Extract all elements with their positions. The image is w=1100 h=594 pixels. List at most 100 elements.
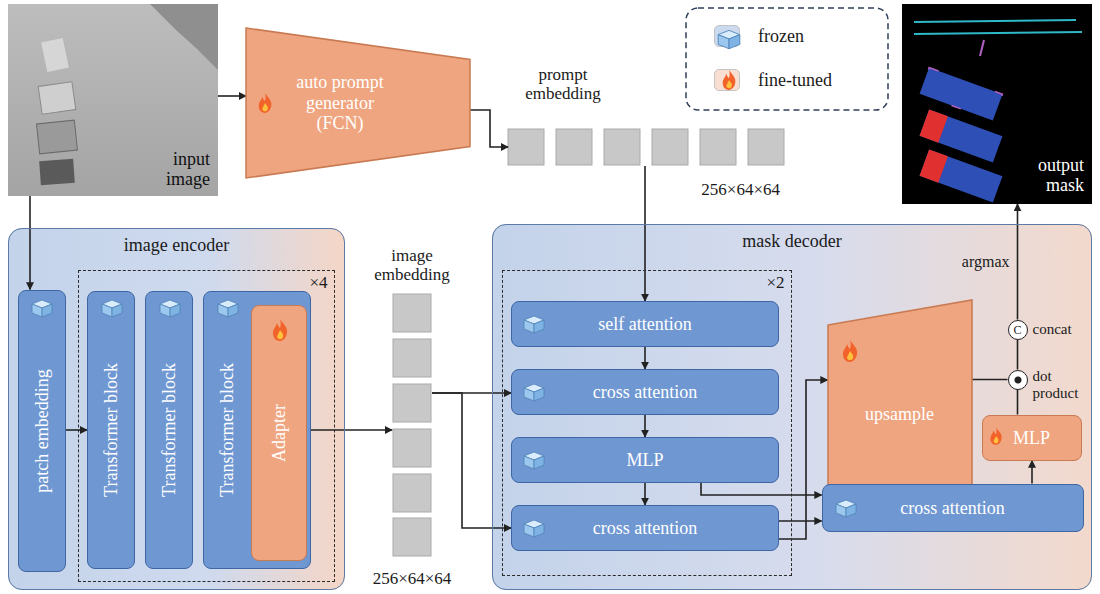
frozen-icon <box>836 500 856 517</box>
module-panel: image encoder patch embedding ×4Transforme… <box>8 228 345 590</box>
edge-label: argmax <box>962 253 1010 271</box>
node-label: self attention <box>598 314 691 335</box>
mask-region <box>920 150 948 183</box>
embedding-squares <box>393 129 784 556</box>
process-box: Transformer block <box>87 291 135 569</box>
node-label: input image <box>154 149 210 190</box>
node-label: MLP <box>626 450 663 471</box>
token-square <box>556 129 592 165</box>
panel-ground <box>492 224 1092 590</box>
node-label: cross attention <box>593 382 697 403</box>
fine-tuned-icon <box>843 340 857 362</box>
legend-text: fine-tuned <box>758 70 832 91</box>
node-label: upsample <box>865 403 934 424</box>
fine-tuned-icon <box>990 427 1001 445</box>
token-square <box>393 384 431 422</box>
process-box: cross attention <box>511 505 779 551</box>
connector-arrow <box>1017 390 1019 415</box>
node-label: prompt embedding <box>508 65 618 104</box>
node-label: ×4 <box>309 273 327 293</box>
token-square <box>393 339 431 377</box>
embedding-stack: image embedding256×64×64 <box>392 293 432 557</box>
node-label: image embedding <box>362 246 462 285</box>
token-square <box>604 129 640 165</box>
connector-arrow <box>29 196 31 290</box>
token-square <box>393 518 431 556</box>
process-box: patch embedding <box>18 290 66 572</box>
token-square <box>748 129 784 165</box>
node-label: auto prompt generator (FCN) <box>290 72 390 134</box>
process-box: MLP <box>982 415 1082 461</box>
repeat-group: ×2self attentioncross attentionMLPcross … <box>502 270 792 576</box>
node-label: output mask <box>1020 155 1084 196</box>
connector-arrow <box>644 415 646 437</box>
node-label: 256×64×64 <box>701 180 780 200</box>
connector-arrow <box>1017 340 1019 370</box>
connector-arrow <box>307 429 393 431</box>
connector-arrow <box>779 380 828 539</box>
frozen-icon <box>524 384 544 401</box>
fine-tuned-icon <box>259 93 272 113</box>
output-mask: output mask <box>902 4 1092 204</box>
frozen-icon <box>160 300 180 317</box>
connector-arrow <box>972 379 1008 381</box>
frozen-icon <box>718 30 740 48</box>
node-label: ×2 <box>766 273 784 293</box>
input-photo <box>8 4 218 196</box>
frozen-icon <box>524 452 544 469</box>
legend-swatch <box>714 69 740 91</box>
panel-ground <box>8 228 345 590</box>
embedding-stack: prompt embedding256×64×64 <box>508 128 788 166</box>
process-box: cross attention <box>822 484 1084 532</box>
frozen-icon <box>524 316 544 333</box>
connector-arrow <box>701 483 822 495</box>
mask-line <box>980 40 984 56</box>
frozen-icon <box>524 520 544 537</box>
mask-line <box>914 20 1076 22</box>
node-label: 256×64×64 <box>373 569 452 589</box>
mask-ground <box>902 4 1092 204</box>
process-box: Transformer block <box>145 291 193 569</box>
frozen-icon <box>218 300 238 317</box>
node-label: concat <box>1033 321 1072 338</box>
token-square <box>393 429 431 467</box>
node-label: Adapter <box>268 404 289 462</box>
node-label: image encoder <box>9 235 344 256</box>
mask-line <box>914 32 1082 34</box>
node-label: cross attention <box>593 518 697 539</box>
connector-arrow <box>432 393 511 528</box>
specimen <box>39 159 75 185</box>
connector-arrow <box>1031 461 1033 484</box>
input-image: input image <box>8 4 218 196</box>
node-label: Transformer block <box>101 363 122 497</box>
connector-arrow <box>779 520 822 522</box>
prompt-generator: auto prompt generator (FCN) <box>246 28 470 178</box>
adapter-box: Adapter <box>251 305 307 561</box>
connector-arrow <box>66 429 88 431</box>
node-label: dot product <box>1033 368 1091 403</box>
node-label: mask decoder <box>493 231 1091 252</box>
fine-tuned-icon <box>273 319 287 341</box>
node-label: cross attention <box>900 497 1004 518</box>
process-box: self attention <box>511 301 779 347</box>
frozen-icon <box>32 300 52 317</box>
legend-text: frozen <box>758 26 804 47</box>
connector-arrow <box>644 483 646 505</box>
process-box: MLP <box>511 437 779 483</box>
mask-region <box>920 150 1003 203</box>
specimen <box>41 38 69 72</box>
photo-shadow <box>150 4 218 70</box>
node-label: C <box>1013 324 1021 336</box>
specimen <box>37 120 78 154</box>
specimen <box>38 82 76 114</box>
token-square <box>393 474 431 512</box>
connector-arrow <box>1017 204 1019 320</box>
photo-ground <box>8 4 218 196</box>
connector-arrow <box>218 95 246 97</box>
node-label: MLP <box>1013 427 1050 448</box>
legend-swatch <box>714 25 740 47</box>
token-square <box>700 129 736 165</box>
node-label: Transformer block <box>159 363 180 497</box>
connector-arrow <box>470 110 508 147</box>
